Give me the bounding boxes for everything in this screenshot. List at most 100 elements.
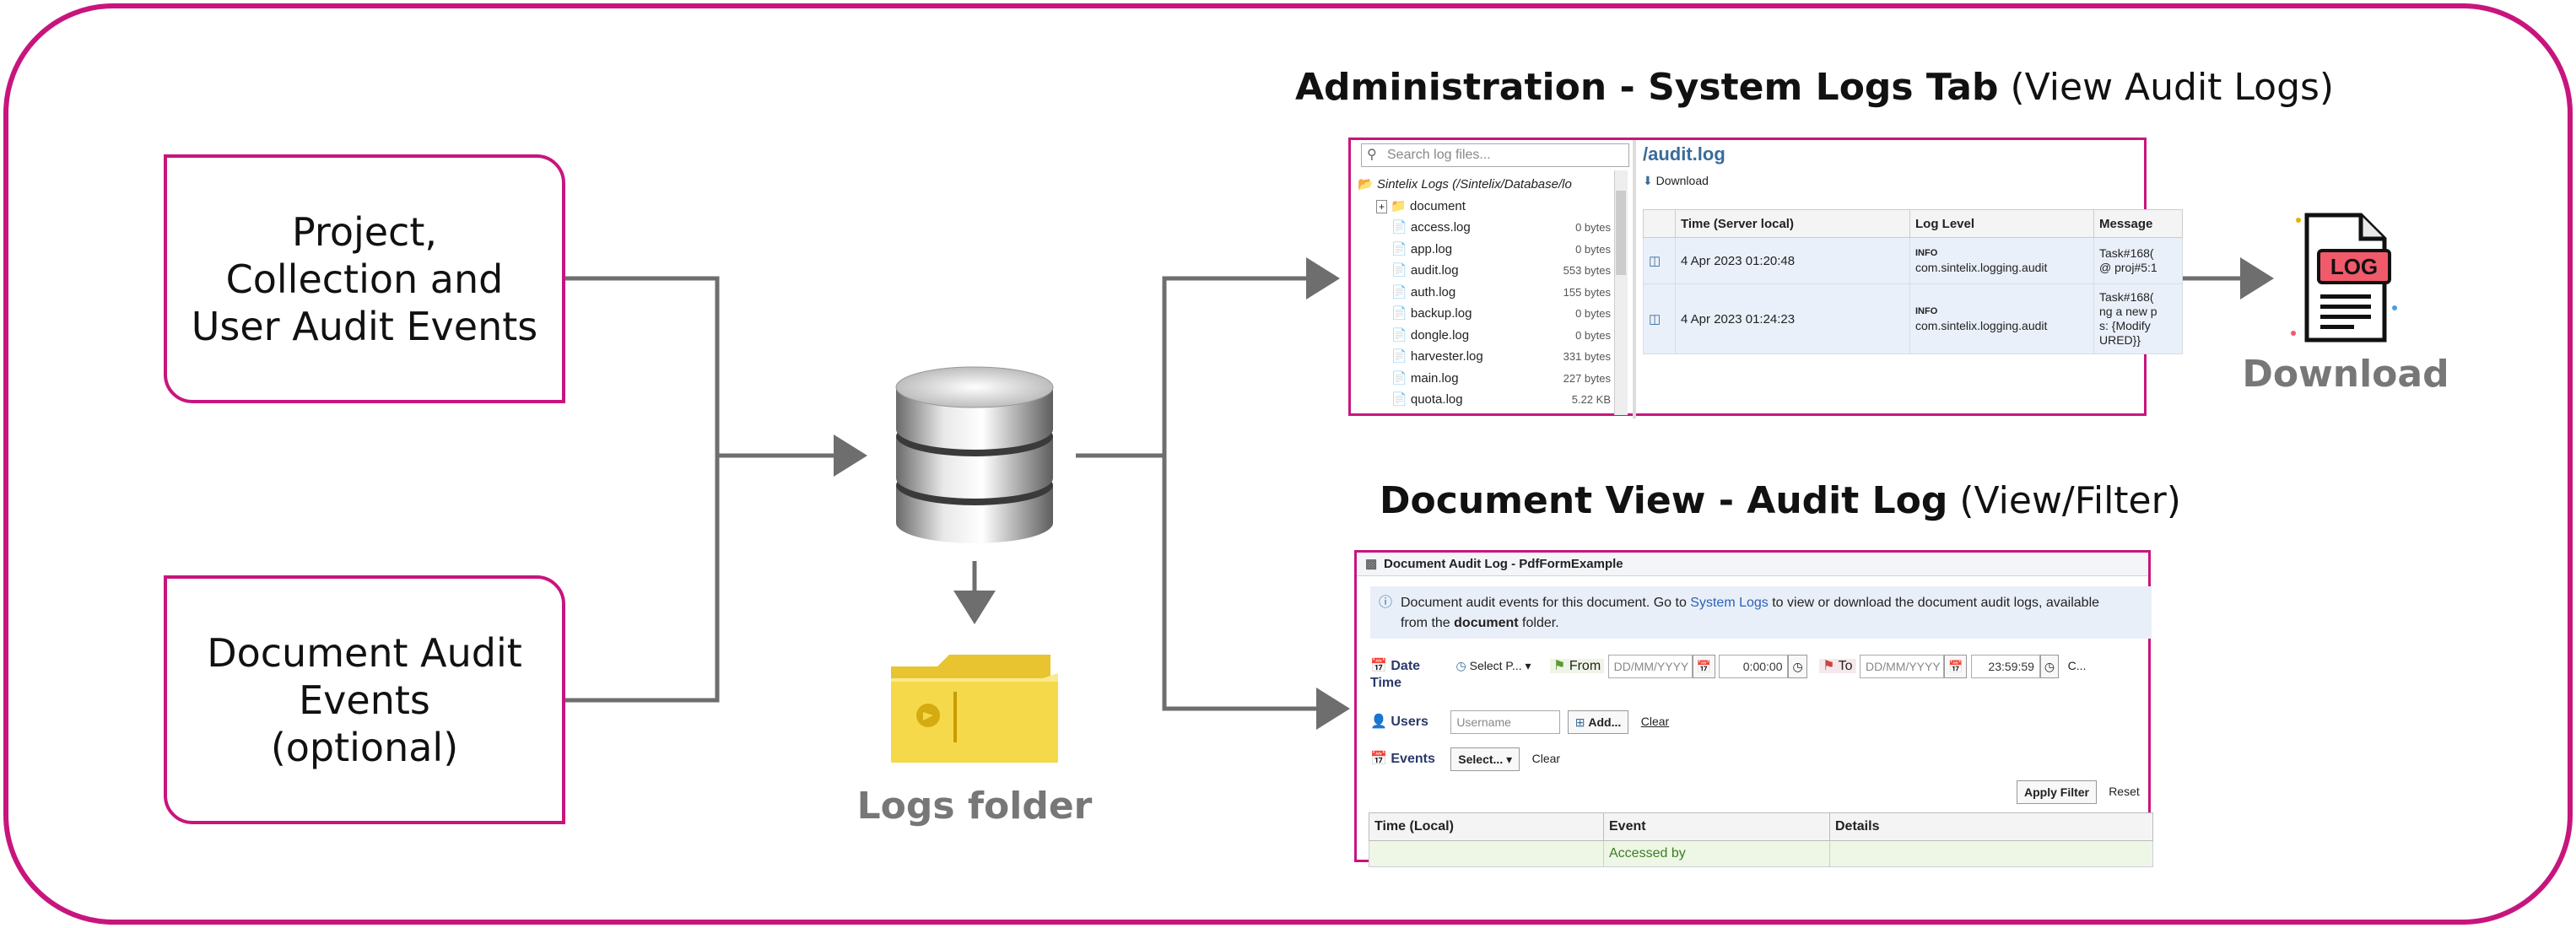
log-file-tree: 📂 Sintelix Logs (/Sintelix/Database/lo +… <box>1358 174 1611 411</box>
pane-divider[interactable] <box>1633 140 1636 418</box>
from-calendar-button[interactable]: 📅 <box>1692 654 1716 678</box>
date-filter-row: 📅 Date ◷ Select P... ▾ ⚑ From DD/MM/YYYY… <box>1370 649 2086 683</box>
tree-root-label: Sintelix Logs (/Sintelix/Database/lo <box>1376 177 1572 192</box>
to-clock-button[interactable]: ◷ <box>2039 654 2060 678</box>
tree-folder-document[interactable]: + 📁 document <box>1358 196 1611 218</box>
column-details[interactable]: Details <box>1829 812 2153 841</box>
log-badge-text: LOG <box>2330 254 2378 279</box>
row-message-line: s: {Modify <box>2099 319 2151 332</box>
file-size: 331 bytes <box>1563 350 1611 363</box>
column-event[interactable]: Event <box>1603 812 1830 841</box>
to-label-group: ⚑ To <box>1819 659 1856 673</box>
file-size: 155 bytes <box>1563 285 1611 299</box>
date-label: Date <box>1391 659 1421 673</box>
download-log-label: Download <box>1655 174 1709 187</box>
users-filter-row: 👤 Users Username ⊞ Add... Clear <box>1370 704 1669 738</box>
file-icon: 📄 <box>1391 284 1407 299</box>
row-message-line: Task#168( <box>2099 246 2154 260</box>
outer-frame <box>3 3 2573 925</box>
document-audit-line-1: Document Audit <box>207 629 522 676</box>
arrow-to-admin-panel <box>1076 257 1340 458</box>
info-icon: ⓘ <box>1379 596 1393 610</box>
file-name: app.log <box>1410 241 1453 256</box>
row-expand-icon[interactable]: ◫ <box>1643 237 1676 284</box>
select-period-value: Select P... <box>1469 658 1522 672</box>
to-date-input[interactable]: DD/MM/YYYY <box>1860 654 1945 678</box>
flag-red-icon: ⚑ <box>1823 659 1835 673</box>
expand-icon[interactable]: + <box>1376 199 1388 213</box>
file-size: 0 bytes <box>1575 328 1611 342</box>
column-time[interactable]: Time (Server local) <box>1675 209 1910 238</box>
audit-table-header: Time (Local) Event Details <box>1369 812 2153 841</box>
file-icon: 📄 <box>1391 220 1407 235</box>
tree-root[interactable]: 📂 Sintelix Logs (/Sintelix/Database/lo <box>1358 174 1611 196</box>
from-time-input[interactable]: 0:00:00 <box>1719 654 1789 678</box>
add-user-button[interactable]: ⊞ Add... <box>1567 709 1629 734</box>
row-expand-icon[interactable]: ◫ <box>1643 283 1676 354</box>
plus-icon: ⊞ <box>1574 715 1585 729</box>
clear-events-link[interactable]: Clear <box>1531 752 1561 765</box>
events-select-value: Select... <box>1458 752 1504 766</box>
search-log-input[interactable]: ⚲ Search log files... <box>1361 143 1629 167</box>
info-line2-bold: document <box>1454 616 1519 630</box>
apply-filter-button[interactable]: Apply Filter <box>2017 780 2098 804</box>
flag-green-icon: ⚑ <box>1553 659 1566 673</box>
tree-file[interactable]: 📄 app.log 0 bytes <box>1358 239 1611 261</box>
to-time-input[interactable]: 23:59:59 <box>1970 654 2040 678</box>
admin-heading-light: (View Audit Logs) <box>2010 66 2335 109</box>
admin-heading: Administration - System Logs Tab (View A… <box>1295 66 2334 109</box>
info-message: ⓘ Document audit events for this documen… <box>1370 586 2152 639</box>
download-icon: ⬇ <box>1643 174 1653 187</box>
row-expander-header <box>1643 209 1676 238</box>
file-size: 0 bytes <box>1575 242 1611 256</box>
from-date-input[interactable]: DD/MM/YYYY <box>1607 654 1693 678</box>
from-clock-button[interactable]: ◷ <box>1788 654 1807 678</box>
cell-event: Accessed by <box>1603 840 1830 867</box>
system-logs-panel: ⚲ Search log files... 📂 Sintelix Logs (/… <box>1348 138 2183 418</box>
system-logs-link[interactable]: System Logs <box>1690 596 1769 610</box>
to-calendar-button[interactable]: 📅 <box>1944 654 1968 678</box>
row-message-line: @ proj#5:1 <box>2099 261 2157 274</box>
tree-scrollbar-thumb[interactable] <box>1616 191 1626 275</box>
calendar-icon: 📅 <box>1370 659 1387 673</box>
truncated-control[interactable]: C... <box>2067 659 2087 672</box>
events-select-dropdown[interactable]: Select... ▾ <box>1450 747 1520 771</box>
row-message-line: URED}} <box>2099 333 2141 347</box>
column-message[interactable]: Message <box>2093 209 2183 238</box>
project-audit-line-2: Collection and <box>225 256 504 302</box>
file-icon: 📄 <box>1391 241 1407 256</box>
events-filter-row: 📅 Events Select... ▾ Clear <box>1370 742 1560 775</box>
folder-icon <box>891 655 1058 763</box>
add-button-label: Add... <box>1588 715 1622 729</box>
column-time-local[interactable]: Time (Local) <box>1369 812 1604 841</box>
download-log-button[interactable]: ⬇ Download <box>1643 174 1709 188</box>
row-logger: com.sintelix.logging.audit <box>1915 319 2048 332</box>
select-period-dropdown[interactable]: ◷ Select P... ▾ <box>1455 658 1531 672</box>
info-text-post: to view or download the document audit l… <box>1772 596 2100 610</box>
table-row[interactable]: Accessed by <box>1369 840 2153 867</box>
file-icon: 📄 <box>1391 327 1407 343</box>
search-icon: ⚲ <box>1367 148 1377 162</box>
reset-link[interactable]: Reset <box>2109 784 2140 798</box>
audit-event-table: Time (Local) Event Details Accessed by <box>1369 812 2153 867</box>
username-input[interactable]: Username <box>1450 709 1561 734</box>
filter-actions: Apply Filter Reset <box>2017 780 2140 804</box>
column-log-level[interactable]: Log Level <box>1909 209 2094 238</box>
row-level: INFO com.sintelix.logging.audit <box>1909 237 2094 284</box>
clear-users-link[interactable]: Clear <box>1640 715 1670 728</box>
row-logger: com.sintelix.logging.audit <box>1915 261 2048 274</box>
row-message: Task#168(@ proj#5:1 <box>2093 237 2183 284</box>
file-size: 553 bytes <box>1563 264 1611 277</box>
row-level-name: INFO <box>1915 306 1938 316</box>
row-level-name: INFO <box>1915 248 1938 258</box>
